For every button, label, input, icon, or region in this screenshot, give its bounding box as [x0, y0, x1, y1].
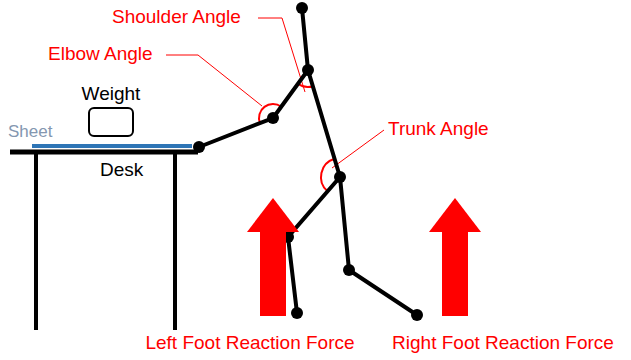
- desk-leg: [173, 152, 177, 330]
- weight-box: Weight: [88, 107, 134, 137]
- joint-dot: [267, 112, 279, 124]
- desk-label: Desk: [100, 160, 143, 181]
- force-label: Right Foot Reaction Force: [392, 333, 614, 354]
- force-arrow: [247, 198, 299, 316]
- sheet-line: [32, 144, 192, 148]
- joint-dot: [193, 141, 205, 153]
- joint-dot: [334, 171, 346, 183]
- stick-figure: [199, 8, 417, 315]
- desk-top: [10, 150, 198, 155]
- right-leg: [340, 177, 417, 315]
- desk-leg: [34, 152, 38, 330]
- joint-dot: [343, 264, 355, 276]
- joint-dot: [291, 307, 303, 319]
- joint-dot: [302, 64, 314, 76]
- angle-label: Elbow Angle: [48, 44, 153, 65]
- weight-label: Weight: [82, 84, 141, 105]
- left-leg: [288, 177, 340, 313]
- arrow-shaft: [260, 231, 286, 316]
- joint-dot: [411, 309, 423, 321]
- arm-line: [199, 70, 308, 147]
- joint-dot: [296, 2, 308, 14]
- leader-line: [166, 55, 262, 106]
- angle-label: Trunk Angle: [388, 119, 489, 140]
- leader-line: [332, 130, 384, 168]
- arrow-head: [247, 198, 299, 232]
- joints: [193, 2, 423, 321]
- force-arrow: [429, 198, 481, 316]
- force-label: Left Foot Reaction Force: [145, 333, 354, 354]
- trunk-line: [302, 8, 340, 177]
- sheet-label: Sheet: [8, 123, 52, 142]
- angle-arcs: [259, 84, 335, 192]
- angle-label: Shoulder Angle: [112, 7, 241, 28]
- arrow-head: [429, 198, 481, 232]
- arrow-shaft: [442, 231, 468, 316]
